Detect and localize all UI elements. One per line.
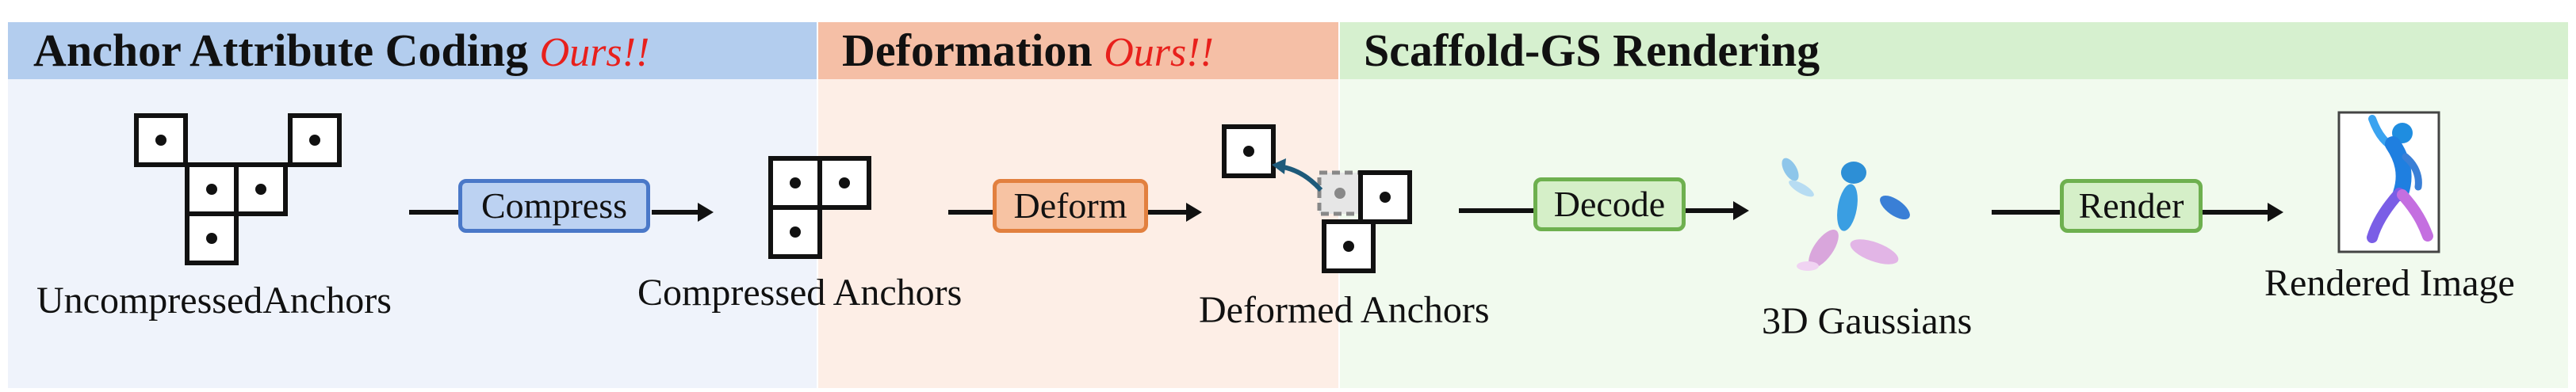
ours-tag: Ours!!: [539, 30, 650, 75]
caption-uncompressed-anchors: UncompressedAnchors: [36, 280, 392, 322]
gaussians-icon: [1782, 158, 1910, 271]
panel-title-text: Anchor Attribute Coding: [33, 25, 529, 76]
panel-title: Deformation Ours!!: [842, 24, 1214, 80]
deform-button[interactable]: Deform: [993, 179, 1148, 233]
panel-title-text: Deformation: [842, 25, 1093, 76]
caption-rendered-image: Rendered Image: [2264, 262, 2515, 304]
uncompressed-anchors-icon: [134, 113, 342, 265]
compress-button[interactable]: Compress: [458, 179, 650, 233]
compressed-anchors-icon: [768, 156, 871, 259]
panel-title: Anchor Attribute Coding Ours!!: [33, 24, 649, 80]
panel-title: Scaffold-GS Rendering: [1364, 24, 1820, 78]
caption-3d-gaussians: 3D Gaussians: [1762, 300, 1973, 342]
panel-header: Deformation Ours!!: [818, 22, 1338, 79]
render-button[interactable]: Render: [2060, 179, 2203, 233]
caption-compressed-anchors: Compressed Anchors: [637, 272, 963, 314]
panel-header: Scaffold-GS Rendering: [1340, 22, 2568, 79]
panel-header: Anchor Attribute Coding Ours!!: [8, 22, 817, 79]
ours-tag: Ours!!: [1104, 30, 1214, 75]
rendered-image-icon: [2337, 111, 2440, 253]
deformed-anchors-icon: [1222, 124, 1412, 273]
panel-title-text: Scaffold-GS Rendering: [1364, 25, 1820, 76]
caption-deformed-anchors: Deformed Anchors: [1199, 289, 1490, 331]
decode-button[interactable]: Decode: [1533, 177, 1686, 231]
